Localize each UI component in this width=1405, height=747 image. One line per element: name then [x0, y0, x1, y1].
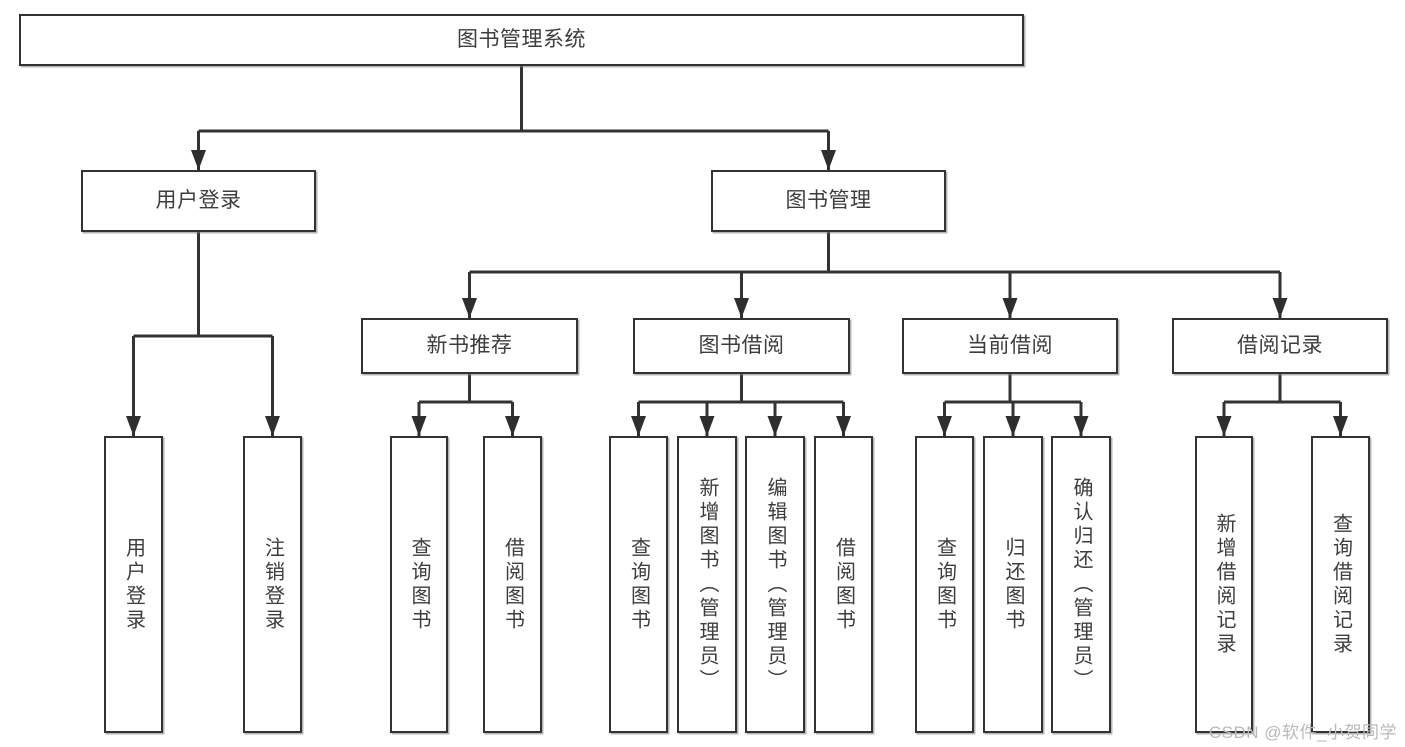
- node-label: 用户登录: [122, 536, 145, 633]
- node-label: 图书借阅: [698, 334, 785, 358]
- node-leaf-edit-book[interactable]: 编辑图书（管理员）: [745, 436, 805, 733]
- node-current-borrow[interactable]: 当前借阅: [902, 318, 1118, 374]
- node-user-login[interactable]: 用户登录: [81, 170, 316, 232]
- node-leaf-add-book[interactable]: 新增图书（管理员）: [677, 436, 737, 733]
- node-leaf-confirm-return[interactable]: 确认归还（管理员）: [1051, 436, 1111, 733]
- node-root[interactable]: 图书管理系统: [19, 14, 1024, 66]
- node-leaf-query-book-borrow[interactable]: 查询图书: [609, 436, 668, 733]
- node-leaf-query-book-current[interactable]: 查询图书: [915, 436, 974, 733]
- node-label: 编辑图书（管理员）: [764, 476, 786, 693]
- node-leaf-return-book[interactable]: 归还图书: [983, 436, 1043, 733]
- node-book-borrow[interactable]: 图书借阅: [633, 318, 850, 374]
- node-leaf-borrow-book-rec[interactable]: 借阅图书: [483, 436, 542, 733]
- node-label: 注销登录: [261, 536, 284, 633]
- node-label: 图书管理系统: [457, 28, 586, 52]
- node-label: 用户登录: [155, 189, 242, 213]
- node-leaf-user-login[interactable]: 用户登录: [104, 436, 163, 733]
- node-label: 查询图书: [408, 536, 430, 633]
- node-label: 借阅图书: [501, 536, 524, 633]
- node-label: 借阅图书: [832, 536, 855, 633]
- node-leaf-logout[interactable]: 注销登录: [243, 436, 302, 733]
- node-borrow-record[interactable]: 借阅记录: [1172, 318, 1388, 374]
- node-label: 确认归还（管理员）: [1070, 476, 1092, 693]
- node-label: 查询图书: [627, 536, 650, 633]
- node-label: 查询图书: [933, 536, 956, 633]
- node-label: 新书推荐: [426, 334, 513, 358]
- node-leaf-borrow-book[interactable]: 借阅图书: [814, 436, 873, 733]
- node-leaf-query-book-rec[interactable]: 查询图书: [390, 436, 448, 733]
- node-label: 新增借阅记录: [1213, 512, 1235, 657]
- node-new-book-rec[interactable]: 新书推荐: [361, 318, 578, 374]
- node-label: 查询借阅记录: [1329, 512, 1352, 657]
- node-label: 归还图书: [1002, 536, 1024, 633]
- node-book-manage[interactable]: 图书管理: [711, 170, 946, 232]
- node-label: 新增图书（管理员）: [696, 476, 718, 693]
- node-label: 图书管理: [785, 189, 872, 213]
- node-leaf-add-record[interactable]: 新增借阅记录: [1195, 436, 1253, 733]
- node-label: 当前借阅: [967, 334, 1053, 358]
- node-leaf-query-record[interactable]: 查询借阅记录: [1311, 436, 1370, 733]
- node-label: 借阅记录: [1237, 334, 1323, 358]
